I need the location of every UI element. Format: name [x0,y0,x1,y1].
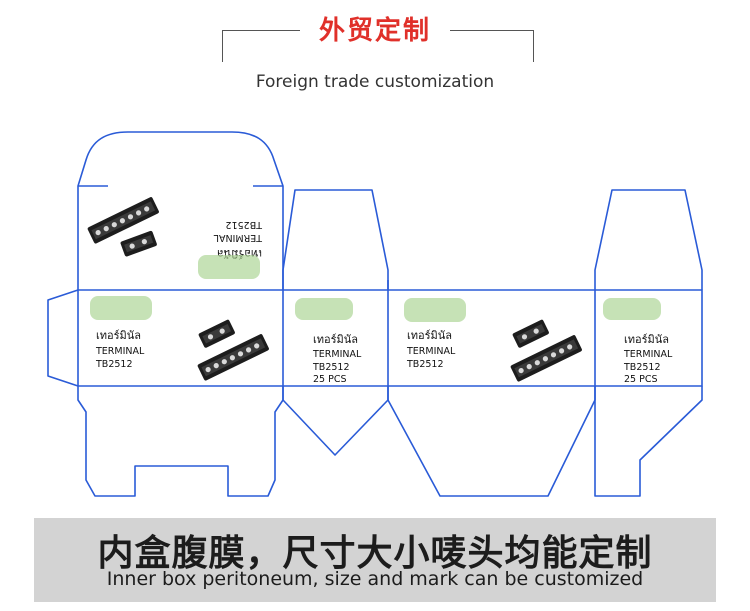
side1-blurred-logo [295,298,353,320]
side2-thai-label: เทอร์มินัล [624,333,669,346]
side2-quantity-label: 25 PCS [624,374,658,385]
front-model-label: TB2512 [95,359,133,370]
front-terminal-label: TERMINAL [95,346,145,357]
front-thai-label: เทอร์มินัล [96,329,141,342]
lid-terminal-label: TERMINAL [213,232,263,243]
side2-blurred-logo [603,298,661,320]
back-model-label: TB2512 [406,359,444,370]
front-blurred-logo [90,296,152,320]
page-title: 外贸定制 [300,10,450,47]
side1-model-label: TB2512 [312,362,350,373]
back-blurred-logo [404,298,466,322]
banner-heading: 内盒腹膜，尺寸大小唛头均能定制 [97,533,653,574]
lid-blurred-logo [198,255,260,279]
customization-banner: 内盒腹膜，尺寸大小唛头均能定制 Inner box peritoneum, si… [34,518,716,602]
back-terminal-label: TERMINAL [406,346,456,357]
banner-caption: Inner box peritoneum, size and mark can … [106,568,644,590]
side-panel-2-content: เทอร์มินัล TERMINAL TB2512 25 PCS [603,298,673,385]
page-subtitle: Foreign trade customization [255,72,495,92]
side-panel-1-content: เทอร์มินัล TERMINAL TB2512 25 PCS [295,298,362,385]
side1-quantity-label: 25 PCS [313,374,347,385]
header: 外贸定制 Foreign trade customization [0,0,750,110]
back-panel-content: เทอร์มินัล TERMINAL TB2512 [404,298,583,383]
side2-terminal-label: TERMINAL [623,349,673,360]
side1-terminal-label: TERMINAL [312,349,362,360]
front-panel-content: เทอร์มินัล TERMINAL TB2512 [90,296,270,382]
lid-model-label: TB2512 [226,219,264,230]
lid-panel-content: เทอร์มินัล TERMINAL TB2512 [87,196,263,279]
side1-thai-label: เทอร์มินัล [313,333,358,346]
back-thai-label: เทอร์มินัล [407,329,452,342]
side2-model-label: TB2512 [623,362,661,373]
